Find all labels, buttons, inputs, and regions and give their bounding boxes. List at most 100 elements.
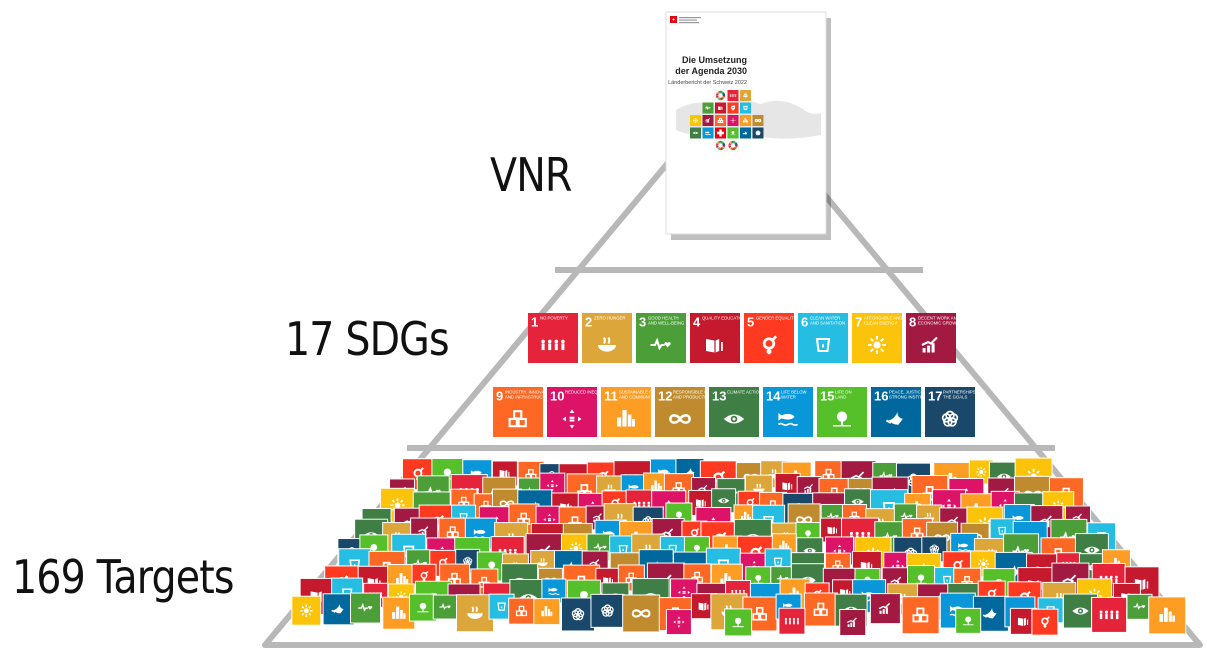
sdg-number: 7 (855, 315, 862, 330)
target-icon (590, 593, 625, 628)
rings-icon (941, 410, 959, 427)
dove-icon (982, 608, 997, 619)
growth-chart-icon (803, 483, 813, 493)
cover-tile-13 (690, 127, 701, 139)
heartbeat-icon (900, 512, 913, 520)
infinity-icon (669, 414, 691, 424)
target-icon (778, 607, 806, 635)
cubes-icon (508, 410, 527, 428)
equality-arrows-icon (677, 586, 691, 599)
cover-tile-4 (715, 102, 726, 114)
growth-chart-icon (705, 118, 711, 123)
sdg-number: 2 (585, 315, 592, 330)
equality-arrows-icon (562, 409, 582, 429)
level-label-vnr: VNR (490, 148, 572, 202)
gender-icon (731, 105, 736, 111)
equality-arrows-icon (546, 480, 558, 492)
sdg-title: AFFORDABLE AND (864, 316, 902, 321)
heartbeat-icon (358, 602, 373, 612)
sdg-number: 5 (747, 315, 754, 330)
sdg-number: 4 (693, 315, 701, 330)
sdg-number: 14 (766, 389, 781, 404)
family-icon (784, 617, 800, 625)
cover-tile-11 (740, 115, 751, 126)
sdg-number: 10 (550, 389, 564, 404)
target-icon (1148, 596, 1187, 635)
cover-goal-grid (690, 89, 764, 152)
cubes-icon (912, 607, 929, 623)
heartbeat-icon (705, 105, 711, 110)
swiss-cross-icon (715, 127, 726, 139)
cover-tile-15 (727, 127, 739, 139)
sdg-title: CLEAN ENERGY (864, 321, 897, 326)
heartbeat-icon (413, 558, 427, 568)
sdg-number: 13 (712, 389, 726, 404)
target-icon (322, 593, 355, 626)
sdg-number: 12 (658, 389, 672, 404)
pyramid-outline (262, 82, 1203, 648)
fish-icon (957, 543, 971, 552)
cover-tile-7 (690, 115, 701, 126)
bowl-icon (537, 558, 548, 567)
eye-globe-icon (1084, 546, 1100, 554)
equality-arrows-icon (673, 616, 685, 628)
cover-tile-14 (702, 127, 714, 139)
equality-arrows-icon (730, 117, 736, 124)
level-label-sdgs: 17 SDGs (285, 312, 450, 366)
sdg-wheel-icon (714, 89, 727, 102)
cover-tile-16 (740, 127, 751, 139)
city-icon (779, 540, 790, 550)
eye-globe-icon (851, 499, 864, 505)
sun-icon (978, 558, 989, 570)
sdg-title: INDUSTRY, INNOVATION (505, 390, 554, 395)
book-icon (1017, 617, 1029, 626)
target-icon (455, 594, 494, 633)
tree-icon (417, 602, 429, 613)
infinity-icon (631, 609, 651, 618)
growth-chart-icon (878, 602, 891, 614)
sdg-title: LAND (835, 395, 846, 400)
tree-icon (962, 616, 974, 626)
sdg-title: SUSTAINABLE CITIES (619, 390, 663, 395)
book-icon (827, 526, 837, 535)
target-icon (560, 597, 595, 632)
book-icon (782, 482, 793, 491)
equality-arrows-icon (941, 498, 957, 514)
tree-icon (730, 130, 736, 136)
target-icon (622, 594, 661, 633)
rings-icon (755, 130, 761, 136)
vnr-report-cover: Die Umsetzung der Agenda 2030 Länderberi… (665, 11, 831, 240)
target-icon (901, 596, 940, 635)
rings-icon (463, 556, 473, 566)
eye-globe-icon (723, 414, 745, 424)
target-icon (955, 607, 982, 634)
sdg-title: REDUCED INEQUALITIES (565, 390, 617, 395)
eye-globe-icon (717, 498, 730, 504)
sdg-title: AND SANITATION (810, 321, 845, 326)
cover-title-line2: der Agenda 2030 (675, 66, 747, 76)
cover-tile-8 (702, 115, 714, 126)
target-icon (724, 608, 753, 637)
cover-tile-3 (702, 102, 714, 114)
target-icon (291, 595, 322, 626)
infinity-icon (754, 118, 762, 123)
fish-icon (705, 131, 711, 136)
equality-arrows-icon (891, 559, 905, 573)
cover-tile-10 (727, 115, 739, 126)
city-icon (395, 572, 409, 585)
city-icon (392, 606, 406, 619)
cubes-icon (446, 526, 459, 538)
gender-icon (1041, 616, 1050, 628)
fish-icon (777, 413, 799, 426)
sdg-number: 9 (496, 389, 503, 404)
sdg-title: GOOD HEALTH (648, 316, 679, 321)
tree-icon (833, 411, 851, 427)
